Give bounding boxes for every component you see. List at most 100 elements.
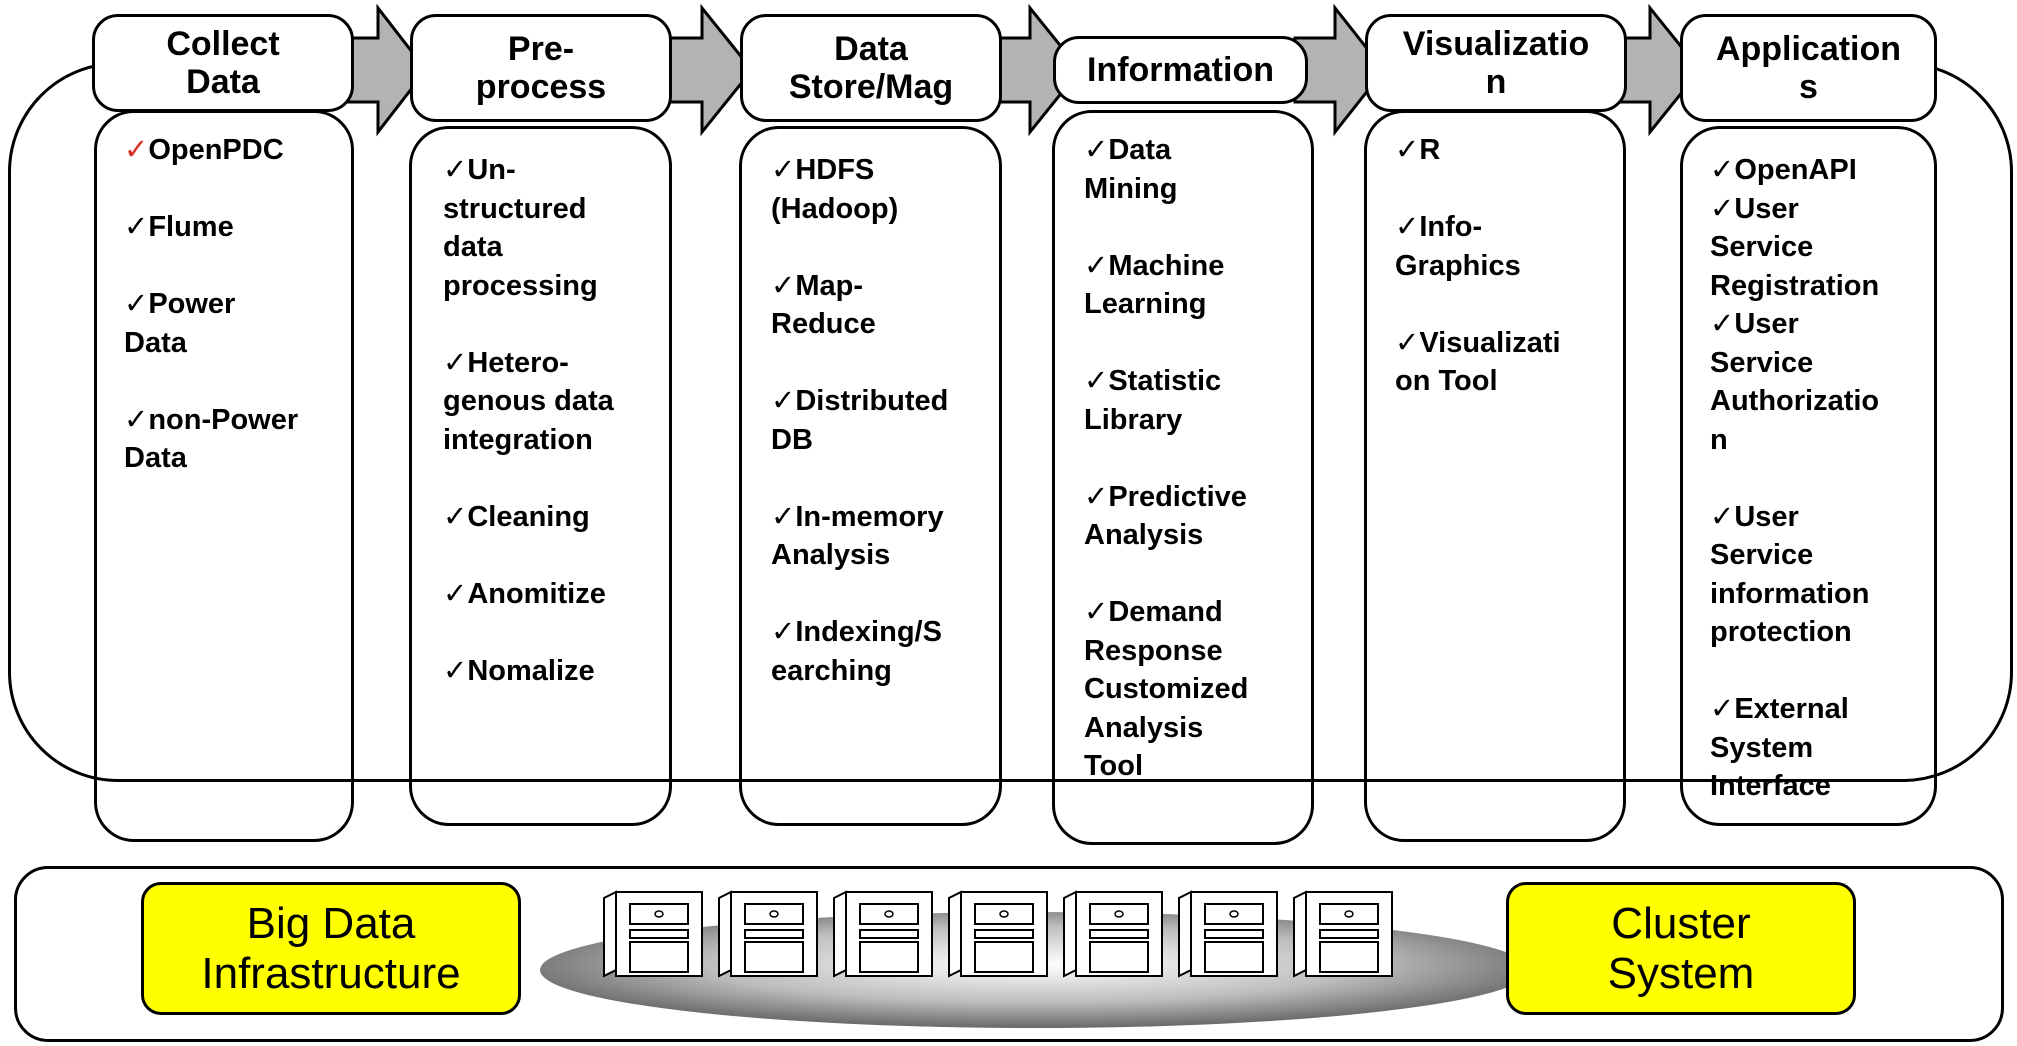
column-header-information: Information (1053, 36, 1308, 104)
list-item-label: Machine Learning (1084, 249, 1225, 321)
list-item: ✓HDFS (Hadoop) (771, 151, 996, 228)
item-list-preprocess: ✓Un- structured data processing✓Hetero- … (443, 151, 668, 690)
list-item-label: Map- Reduce (771, 269, 876, 341)
list-item-label: User Service Authorizatio n (1710, 308, 1880, 456)
list-item: ✓Distributed DB (771, 382, 996, 459)
check-icon: ✓ (1710, 500, 1735, 533)
server-icon (1178, 890, 1278, 978)
column-header-visualization: Visualizatio n (1365, 14, 1627, 112)
column-body-data-store (739, 126, 1002, 826)
list-item: ✓External System Interface (1710, 690, 1935, 806)
column-body-applications (1680, 126, 1937, 826)
server-icon (948, 890, 1048, 978)
check-icon: ✓ (124, 403, 149, 436)
list-item-label: Nomalize (467, 654, 595, 687)
check-icon: ✓ (1395, 211, 1420, 243)
list-item: ✓Demand Response Customized Analysis Too… (1084, 593, 1309, 786)
server-icon (718, 890, 818, 978)
list-item: ✓Flume (124, 208, 349, 247)
check-icon: ✓ (443, 577, 468, 610)
list-item: ✓User Service Registration (1710, 190, 1935, 306)
server-icon (1063, 890, 1163, 978)
check-icon: ✓ (1710, 308, 1735, 340)
check-icon: ✓ (771, 269, 796, 302)
check-icon: ✓ (124, 211, 149, 243)
list-item: ✓Nomalize (443, 652, 668, 691)
list-item: ✓Visualizati on Tool (1395, 324, 1620, 401)
list-item: ✓Power Data (124, 285, 349, 362)
item-list-visualization: ✓R✓Info- Graphics✓Visualizati on Tool (1395, 131, 1620, 401)
list-item: ✓R (1395, 131, 1620, 170)
check-icon: ✓ (1084, 134, 1109, 166)
flow-arrow-4 (1293, 3, 1386, 137)
list-item: ✓Hetero- genous data integration (443, 344, 668, 460)
check-icon: ✓ (443, 500, 468, 533)
list-item-label: OpenAPI (1734, 154, 1857, 186)
item-list-information: ✓Data Mining✓Machine Learning✓Statistic … (1084, 131, 1309, 786)
list-item-label: In-memory Analysis (771, 500, 944, 572)
list-item-label: Statistic Library (1084, 365, 1222, 436)
column-body-preprocess (409, 126, 672, 826)
check-icon: ✓ (1710, 192, 1735, 225)
item-list-applications: ✓OpenAPI✓User Service Registration✓User … (1710, 151, 1935, 806)
list-item-label: non-Power Data (124, 403, 299, 475)
check-icon: ✓ (1395, 326, 1420, 359)
check-icon: ✓ (443, 154, 468, 186)
check-icon: ✓ (443, 346, 468, 379)
item-list-collect-data: ✓OpenPDC✓Flume✓Power Data✓non-Power Data (124, 131, 349, 478)
server-icon (603, 890, 703, 978)
list-item-label: Anomitize (467, 577, 606, 610)
list-item: ✓Un- structured data processing (443, 151, 668, 305)
list-item-label: Demand Response Customized Analysis Tool (1084, 596, 1249, 782)
cluster-system-label: Cluster System (1506, 882, 1856, 1015)
list-item: ✓In-memory Analysis (771, 498, 996, 575)
check-icon: ✓ (771, 616, 796, 648)
list-item-label: User Service information protection (1710, 500, 1870, 649)
list-item: ✓OpenAPI (1710, 151, 1935, 190)
big-data-infrastructure-label: Big Data Infrastructure (141, 882, 521, 1015)
list-item-label: Predictive Analysis (1084, 480, 1247, 552)
check-icon: ✓ (1710, 154, 1735, 186)
list-item: ✓non-Power Data (124, 401, 349, 478)
list-item-label: Un- structured data processing (443, 154, 598, 302)
check-icon: ✓ (1395, 134, 1420, 166)
list-item-label: User Service Registration (1710, 192, 1880, 302)
server-icon (833, 890, 933, 978)
list-item-label: Info- Graphics (1395, 211, 1521, 282)
list-item-label: External System Interface (1710, 693, 1849, 802)
list-item: ✓OpenPDC (124, 131, 349, 170)
list-item-label: Flume (148, 211, 234, 243)
list-item: ✓Anomitize (443, 575, 668, 614)
check-icon: ✓ (1084, 596, 1109, 628)
check-icon: ✓ (124, 288, 149, 320)
list-item-label: Hetero- genous data integration (443, 346, 614, 456)
column-header-collect-data: Collect Data (92, 14, 354, 112)
list-item-label: R (1419, 134, 1441, 166)
list-item-label: Distributed DB (771, 385, 949, 456)
server-icon (1293, 890, 1393, 978)
list-item: ✓Machine Learning (1084, 247, 1309, 324)
check-icon: ✓ (771, 385, 796, 417)
list-item: ✓Indexing/S earching (771, 613, 996, 690)
list-item: ✓Cleaning (443, 498, 668, 537)
list-item-label: OpenPDC (148, 134, 284, 166)
list-item: ✓User Service information protection (1710, 498, 1935, 652)
list-item: ✓Info- Graphics (1395, 208, 1620, 285)
list-item: ✓Statistic Library (1084, 362, 1309, 439)
list-item: ✓User Service Authorizatio n (1710, 305, 1935, 459)
list-item: ✓Predictive Analysis (1084, 478, 1309, 555)
column-header-data-store: Data Store/Mag (740, 14, 1002, 122)
check-icon: ✓ (1710, 693, 1735, 725)
list-item-label: Data Mining (1084, 134, 1178, 205)
column-header-preprocess: Pre- process (410, 14, 672, 122)
check-icon: ✓ (1084, 365, 1109, 397)
check-icon: ✓ (443, 654, 468, 687)
check-icon: ✓ (1084, 249, 1109, 282)
list-item-label: Cleaning (467, 500, 590, 533)
list-item: ✓Data Mining (1084, 131, 1309, 208)
column-header-applications: Application s (1680, 14, 1937, 122)
check-icon: ✓ (771, 154, 796, 186)
check-icon: ✓ (1084, 480, 1109, 513)
list-item-label: HDFS (Hadoop) (771, 154, 899, 225)
